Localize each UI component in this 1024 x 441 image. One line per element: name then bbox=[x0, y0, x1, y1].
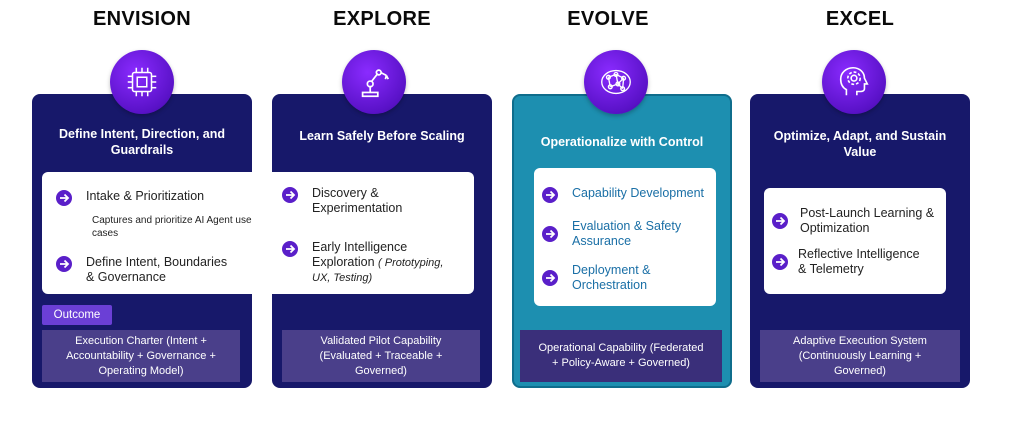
arrow-right-icon bbox=[772, 254, 788, 270]
arrow-right-icon bbox=[56, 190, 72, 206]
evolve-activities-panel bbox=[534, 168, 716, 306]
arrow-right-icon bbox=[282, 187, 298, 203]
card-heading-envision: Define Intent, Direction, and Guardrails bbox=[59, 127, 225, 157]
phase-title-excel: EXCEL bbox=[825, 8, 895, 30]
outcome-banner-excel: Adaptive Execution System (Continuously … bbox=[760, 330, 960, 382]
phase-title-explore: EXPLORE bbox=[333, 8, 431, 30]
head-gear-icon bbox=[822, 50, 886, 114]
list-item: Deployment & Orchestration bbox=[542, 263, 651, 293]
outcome-banner-envision: Execution Charter (Intent + Accountabili… bbox=[42, 330, 240, 382]
arrow-right-icon bbox=[282, 241, 298, 257]
outcome-banner-evolve: Operational Capability (Federated + Poli… bbox=[520, 330, 722, 382]
phase-title-evolve: EVOLVE bbox=[567, 8, 649, 30]
arrow-right-icon bbox=[542, 270, 558, 286]
list-item: Capability Development bbox=[542, 186, 704, 203]
neural-network-icon bbox=[584, 50, 648, 114]
list-item: Evaluation & Safety Assurance bbox=[542, 219, 681, 249]
robot-arm-icon bbox=[342, 50, 406, 114]
list-item: Early Intelligence Exploration ( Prototy… bbox=[282, 240, 443, 286]
list-item: Intake & Prioritization bbox=[56, 189, 204, 206]
item-detail: Captures and prioritize AI Agent use cas… bbox=[92, 215, 252, 239]
card-heading-excel: Optimize, Adapt, and Sustain Value bbox=[773, 129, 947, 159]
outcome-banner-explore: Validated Pilot Capability (Evaluated + … bbox=[282, 330, 480, 382]
list-item: Discovery & Experimentation bbox=[282, 186, 402, 216]
chip-icon bbox=[110, 50, 174, 114]
phase-title-envision: ENVISION bbox=[93, 8, 191, 30]
card-heading-explore: Learn Safely Before Scaling bbox=[299, 129, 465, 143]
excel-activities-panel bbox=[764, 188, 946, 294]
list-item: Post-Launch Learning & Optimization bbox=[772, 206, 934, 236]
arrow-right-icon bbox=[772, 213, 788, 229]
arrow-right-icon bbox=[542, 187, 558, 203]
shared-activities-panel bbox=[42, 172, 474, 294]
list-item: Define Intent, Boundaries & Governance bbox=[56, 255, 227, 285]
list-item: Reflective Intelligence & Telemetry bbox=[772, 247, 920, 277]
arrow-right-icon bbox=[56, 256, 72, 272]
arrow-right-icon bbox=[542, 226, 558, 242]
card-heading-evolve: Operationalize with Control bbox=[540, 135, 704, 149]
outcome-tag: Outcome bbox=[42, 305, 112, 325]
